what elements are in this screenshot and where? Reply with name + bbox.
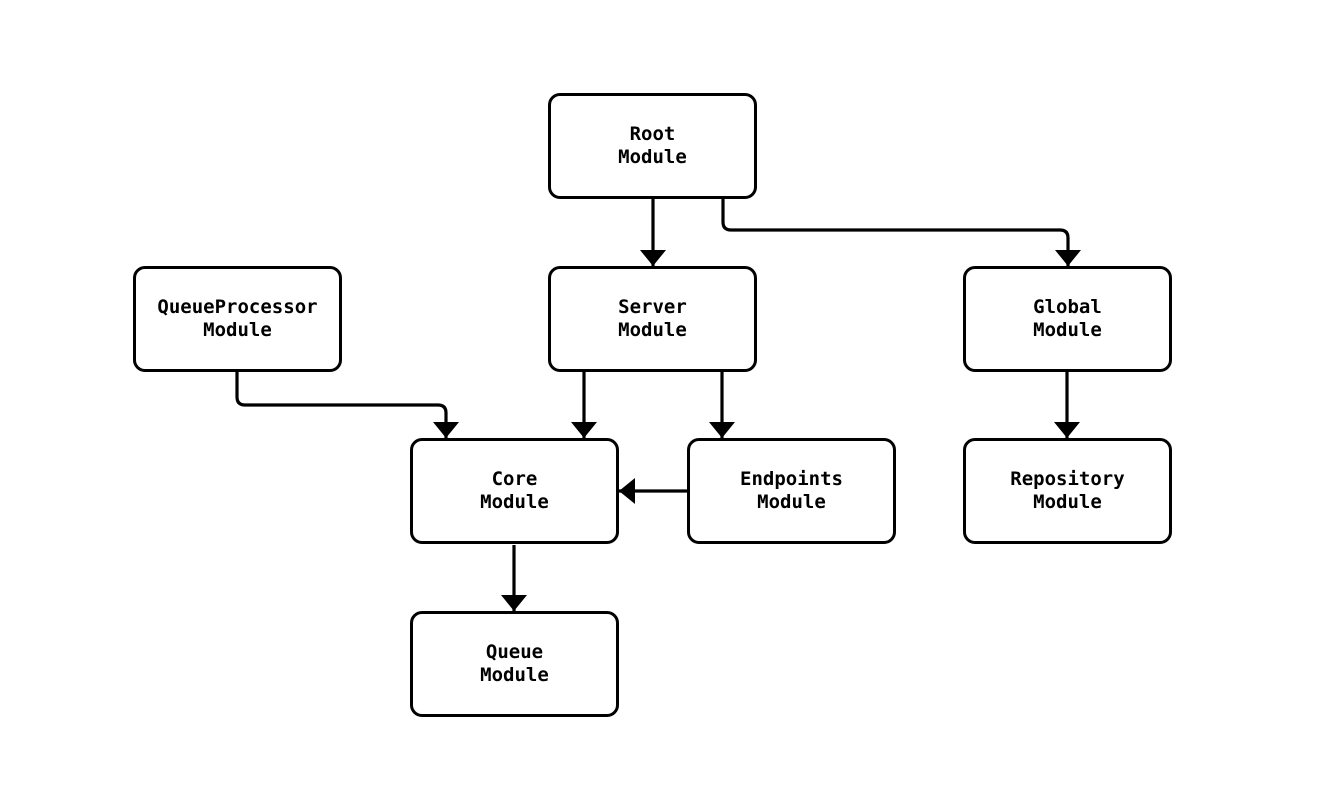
node-global-label-line: Module [1033, 319, 1102, 341]
edge-root-to-global [721, 199, 1081, 266]
node-queue-label-line: Module [480, 664, 549, 686]
node-global-label-line: Global [1033, 296, 1102, 318]
node-repository-label-line: Repository [1010, 468, 1125, 490]
node-root-label-line: Root [629, 123, 676, 145]
node-repository-label-line: Module [1033, 491, 1102, 513]
node-endpoints-label-line: Endpoints [740, 468, 843, 490]
node-core-label-line: Core [491, 468, 538, 490]
node-queueprocessor-label-line: QueueProcessor [157, 296, 318, 318]
node-server-label-line: Server [618, 296, 687, 318]
node-root-label-line: Module [618, 146, 687, 168]
edge-queueprocessor-to-core [235, 372, 459, 438]
node-core-label-line: Module [480, 491, 549, 513]
node-server-label-line: Module [618, 319, 687, 341]
node-endpoints-label-line: Module [757, 491, 826, 513]
node-queue-label-line: Queue [485, 641, 544, 663]
node-queueprocessor-label-line: Module [203, 319, 272, 341]
